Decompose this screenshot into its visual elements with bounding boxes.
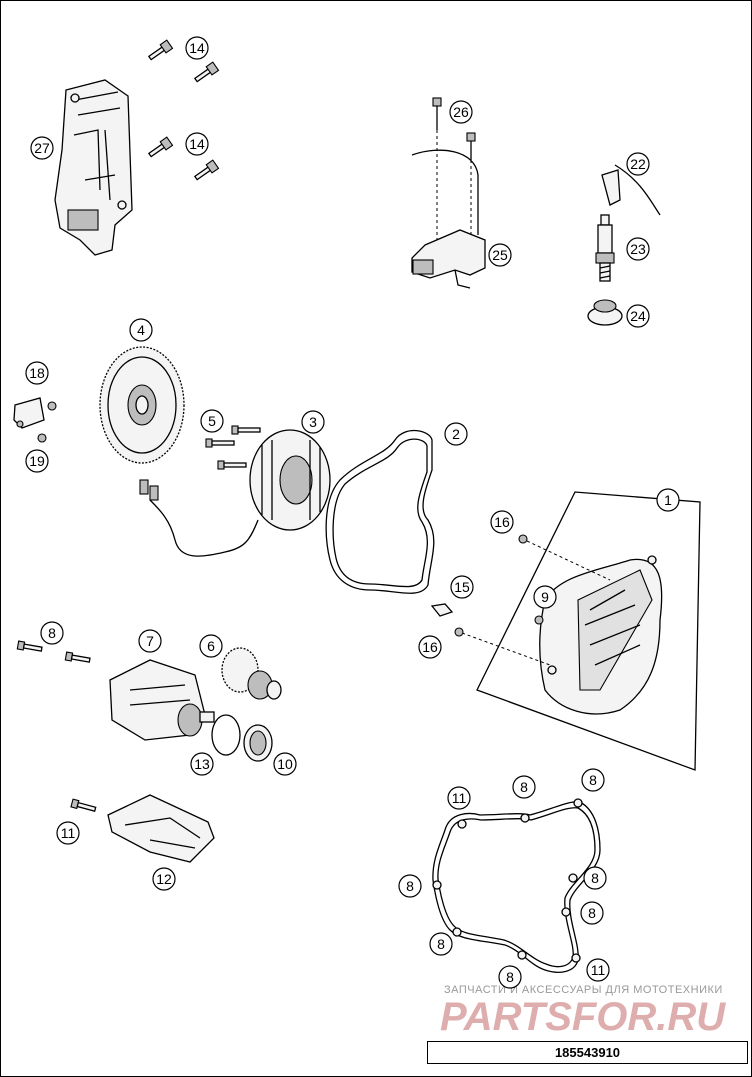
callout-8-gasket-4: 8 bbox=[583, 866, 607, 890]
callout-14-top: 14 bbox=[185, 36, 209, 60]
gasket-2 bbox=[325, 429, 435, 594]
callout-25: 25 bbox=[488, 243, 512, 267]
svg-text:23: 23 bbox=[630, 241, 646, 257]
svg-text:13: 13 bbox=[194, 756, 210, 772]
callout-24: 24 bbox=[626, 304, 650, 328]
svg-text:26: 26 bbox=[453, 104, 469, 120]
svg-text:8: 8 bbox=[589, 772, 597, 788]
svg-text:6: 6 bbox=[207, 638, 215, 654]
svg-text:16: 16 bbox=[422, 639, 438, 655]
screw-11 bbox=[70, 798, 97, 812]
svg-text:15: 15 bbox=[454, 579, 470, 595]
svg-text:8: 8 bbox=[506, 969, 514, 985]
callout-13: 13 bbox=[190, 752, 214, 776]
svg-text:11: 11 bbox=[61, 825, 76, 841]
svg-text:24: 24 bbox=[630, 308, 646, 324]
spark-plug-cap-22 bbox=[601, 164, 661, 216]
svg-text:18: 18 bbox=[29, 365, 45, 381]
callout-11-left: 11 bbox=[56, 821, 80, 845]
svg-text:22: 22 bbox=[630, 156, 646, 172]
svg-text:10: 10 bbox=[277, 756, 293, 772]
bolt-26 bbox=[432, 97, 476, 240]
svg-text:19: 19 bbox=[29, 453, 45, 469]
svg-text:8: 8 bbox=[520, 779, 528, 795]
callout-23: 23 bbox=[626, 237, 650, 261]
callout-18: 18 bbox=[25, 361, 49, 385]
boot-24 bbox=[587, 299, 623, 326]
callout-9: 9 bbox=[533, 585, 557, 609]
callout-19: 19 bbox=[25, 449, 49, 473]
svg-text:2: 2 bbox=[452, 426, 460, 442]
svg-text:25: 25 bbox=[492, 247, 508, 263]
svg-text:7: 7 bbox=[146, 633, 154, 649]
svg-text:5: 5 bbox=[208, 413, 216, 429]
callout-8-gasket-3: 8 bbox=[398, 874, 422, 898]
screws-8-left bbox=[16, 640, 91, 663]
flywheel-4 bbox=[99, 346, 185, 464]
callout-12: 12 bbox=[152, 867, 176, 891]
screw-14-group bbox=[147, 39, 220, 181]
callout-8-gasket-2: 8 bbox=[581, 768, 605, 792]
ignition-cover-1 bbox=[430, 491, 701, 771]
callout-1: 1 bbox=[656, 488, 680, 512]
svg-text:8: 8 bbox=[591, 870, 599, 886]
svg-text:9: 9 bbox=[541, 589, 549, 605]
callout-3: 3 bbox=[301, 410, 325, 434]
watermark: ЗАПЧАСТИ И АКСЕССУАРЫ ДЛЯ МОТОТЕХНИКИ PA… bbox=[440, 984, 726, 1039]
callout-11-gasket-top: 11 bbox=[447, 786, 471, 810]
callout-16-top: 16 bbox=[490, 510, 514, 534]
callout-8-gasket-7: 8 bbox=[498, 965, 522, 989]
svg-text:11: 11 bbox=[591, 962, 606, 978]
svg-text:8: 8 bbox=[406, 878, 414, 894]
cover-gasket bbox=[432, 798, 601, 973]
callout-14-bottom: 14 bbox=[185, 132, 209, 156]
svg-text:3: 3 bbox=[309, 414, 317, 430]
callout-8-gasket-6: 8 bbox=[429, 932, 453, 956]
bushing-10 bbox=[243, 724, 273, 762]
svg-text:1: 1 bbox=[664, 492, 672, 508]
callout-7: 7 bbox=[138, 629, 162, 653]
callout-6: 6 bbox=[199, 634, 223, 658]
svg-text:14: 14 bbox=[189, 136, 205, 152]
callout-16-bottom: 16 bbox=[418, 635, 442, 659]
stator-3 bbox=[139, 429, 331, 557]
watermark-brand: PARTSFOR.RU bbox=[440, 995, 726, 1039]
callout-8-left: 8 bbox=[40, 621, 64, 645]
callout-15: 15 bbox=[450, 575, 474, 599]
starter-cover-12 bbox=[107, 794, 215, 863]
sensor-18 bbox=[13, 397, 57, 443]
callout-4: 4 bbox=[129, 318, 153, 342]
screws-5 bbox=[205, 425, 261, 470]
svg-text:11: 11 bbox=[452, 790, 467, 806]
spark-plug-23 bbox=[595, 214, 615, 282]
callout-22: 22 bbox=[626, 152, 650, 176]
callout-26: 26 bbox=[449, 100, 473, 124]
callout-27: 27 bbox=[30, 136, 54, 160]
svg-text:8: 8 bbox=[48, 625, 56, 641]
callout-11-gasket-bottom: 11 bbox=[586, 958, 610, 982]
svg-text:16: 16 bbox=[494, 514, 510, 530]
svg-text:27: 27 bbox=[34, 140, 50, 156]
svg-text:12: 12 bbox=[156, 871, 172, 887]
callout-5: 5 bbox=[200, 409, 224, 433]
callout-2: 2 bbox=[444, 422, 468, 446]
starter-motor-7 bbox=[109, 659, 215, 741]
drawing-number: 185543910 bbox=[554, 1045, 621, 1060]
callout-8-gasket-1: 8 bbox=[512, 775, 536, 799]
callout-10: 10 bbox=[273, 752, 297, 776]
svg-text:4: 4 bbox=[137, 322, 145, 338]
starter-gear-6 bbox=[221, 647, 282, 700]
o-ring-13 bbox=[211, 714, 241, 756]
svg-text:14: 14 bbox=[189, 40, 205, 56]
ignition-coil-25 bbox=[411, 149, 486, 289]
callout-8-gasket-5: 8 bbox=[580, 901, 604, 925]
control-module-27 bbox=[54, 79, 133, 256]
svg-text:8: 8 bbox=[588, 905, 596, 921]
drawing-number-box: 185543910 bbox=[427, 1041, 748, 1064]
svg-text:8: 8 bbox=[437, 936, 445, 952]
